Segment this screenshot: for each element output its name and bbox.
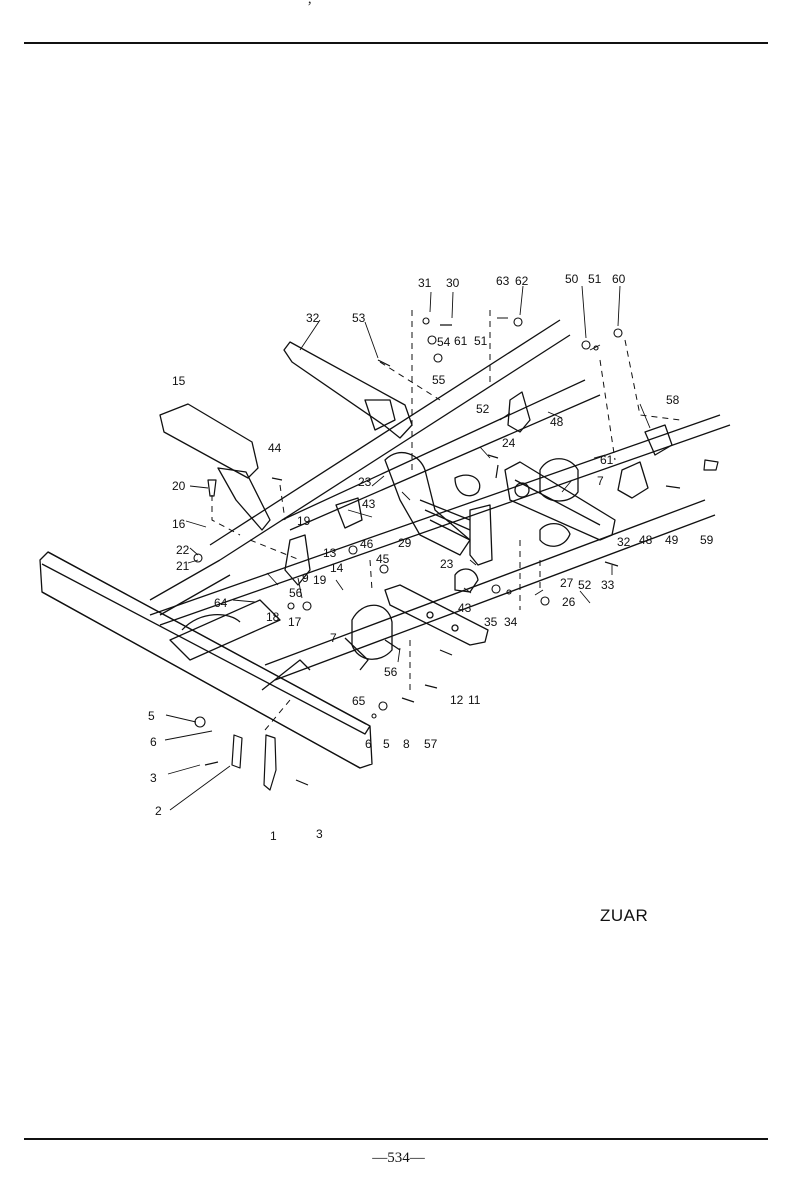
callout: 59 [700,533,714,547]
callout: 2 [155,804,162,818]
figure-code: ZUAR [600,906,649,925]
callout: 32 [306,311,320,325]
callout: 34 [504,615,518,629]
callout: 50 [565,272,579,286]
callout: 1 [270,829,277,843]
callout: 56 [289,586,303,600]
callout: 24 [502,436,516,450]
callout: 11 [468,693,481,707]
bracket-32-right [504,461,616,541]
callout: 56 [384,665,398,679]
callout: 12 [450,693,464,707]
callout: 61 [454,334,468,348]
header-fragment: - - - - - · -·-·- - -, · · -· · · [150,0,396,8]
callout: 5 [383,737,390,751]
callout: 43 [362,497,376,511]
callout: 23 [358,475,372,489]
page-number: —534— [372,1150,425,1166]
callout: 14 [330,561,344,575]
callout: 22 [176,543,190,557]
callout: 17 [288,615,302,629]
callout: 54 [437,335,451,349]
callout: 27 [560,576,574,590]
callout: 43 [458,601,472,615]
callout: 53 [352,311,366,325]
callout: 63 [496,274,510,288]
engine-mount-7 [351,604,393,660]
callout: 29 [398,536,412,550]
callout: 46 [360,537,374,551]
bracket-32-top [283,341,413,439]
callout: 61 [600,453,614,467]
callout: 8 [403,737,410,751]
callout: 15 [172,374,186,388]
bracket-11 [384,584,489,646]
callout: 62 [515,274,529,288]
callout: 52 [578,578,592,592]
callout: 51 [474,334,488,348]
bracket-15 [159,403,259,479]
callout: 19 [313,573,327,587]
right-side-rail [209,319,561,546]
bottom-rule [24,1138,768,1140]
callout: 55 [432,373,446,387]
callout: 18 [266,610,280,624]
callout: 26 [562,595,576,609]
callout: 20 [172,479,186,493]
center-mount [384,451,471,556]
callout: 44 [268,441,282,455]
callout-labels: 1 2 3 3 5 5 6 6 7 7 8 9 11 12 13 14 15 1… [148,272,714,843]
callout: 7 [597,474,604,488]
callout: 48 [550,415,564,429]
callout: 31 [418,276,432,290]
top-rule [24,42,768,44]
callout: 5 [148,709,155,723]
callout: 49 [665,533,679,547]
callout: 51 [588,272,602,286]
callout: 3 [316,827,323,841]
callout: 60 [612,272,626,286]
callout: 13 [323,546,337,560]
callout: 52 [476,402,490,416]
callout: 33 [601,578,615,592]
callout: 7 [330,631,337,645]
callout: 57 [424,737,438,751]
callout: 6 [365,737,372,751]
callout: 19 [297,514,311,528]
callout: 35 [484,615,498,629]
callout: 16 [172,517,186,531]
callout: 6 [150,735,157,749]
callout: 32 [617,535,631,549]
callout: 9 [302,571,309,585]
callout: 30 [446,276,460,290]
callout: 48 [639,533,653,547]
callout: 3 [150,771,157,785]
callout: 45 [376,552,390,566]
callout: 23 [440,557,454,571]
callout: 64 [214,596,228,610]
callout: 21 [176,559,190,573]
callout: 65 [352,694,366,708]
callout: 58 [666,393,680,407]
